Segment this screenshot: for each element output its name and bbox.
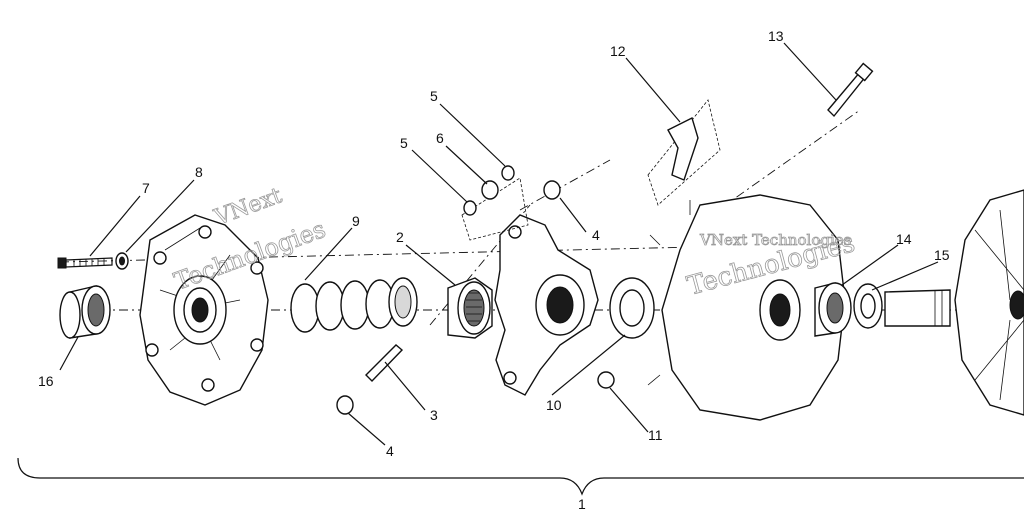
callout-5-left: 5 bbox=[400, 135, 408, 151]
callout-13: 13 bbox=[768, 28, 784, 44]
callout-10: 10 bbox=[546, 397, 562, 413]
callout-5-top: 5 bbox=[430, 88, 438, 104]
assembly-bracket bbox=[17, 457, 1024, 496]
callout-1: 1 bbox=[578, 496, 586, 512]
callout-15: 15 bbox=[934, 247, 950, 263]
part-sheave bbox=[647, 194, 846, 421]
callout-14: 14 bbox=[896, 231, 912, 247]
callout-16: 16 bbox=[38, 373, 54, 389]
callout-6: 6 bbox=[436, 130, 444, 146]
part-4-roller-lower bbox=[336, 395, 354, 415]
part-11-nut bbox=[597, 371, 615, 389]
part-8-washer bbox=[115, 252, 129, 270]
callout-8: 8 bbox=[195, 164, 203, 180]
callout-12: 12 bbox=[610, 43, 626, 59]
callout-2: 2 bbox=[396, 229, 404, 245]
part-spider bbox=[494, 214, 599, 396]
callout-3: 3 bbox=[430, 407, 438, 423]
part-5-6-washers bbox=[461, 165, 529, 241]
svg-text:VNext Technologies: VNext Technologies bbox=[699, 231, 851, 249]
part-4-roller-upper bbox=[543, 180, 561, 200]
callout-4-lower: 4 bbox=[386, 443, 394, 459]
part-14-bushing bbox=[814, 282, 852, 337]
callout-7: 7 bbox=[142, 180, 150, 196]
callout-11: 11 bbox=[648, 427, 663, 443]
part-7-screw bbox=[57, 257, 113, 269]
part-15-washer bbox=[853, 283, 883, 329]
part-fixed-sheave bbox=[884, 189, 1024, 416]
callout-9: 9 bbox=[352, 213, 360, 229]
part-9-spring bbox=[290, 277, 418, 333]
part-13-bolt bbox=[827, 62, 874, 118]
part-16-bushing bbox=[59, 285, 111, 339]
leader-lines bbox=[59, 42, 939, 446]
part-10-washer bbox=[609, 277, 655, 339]
svg-text:VNext: VNext bbox=[211, 183, 286, 231]
part-2-nut bbox=[447, 277, 493, 339]
callout-labels: 1 2 3 4 4 5 5 6 7 8 9 10 11 12 13 14 15 … bbox=[38, 28, 950, 512]
callout-4-upper: 4 bbox=[592, 227, 600, 243]
part-cover-housing bbox=[139, 214, 269, 406]
part-3-pin bbox=[365, 344, 404, 382]
part-12-weight bbox=[647, 99, 721, 206]
